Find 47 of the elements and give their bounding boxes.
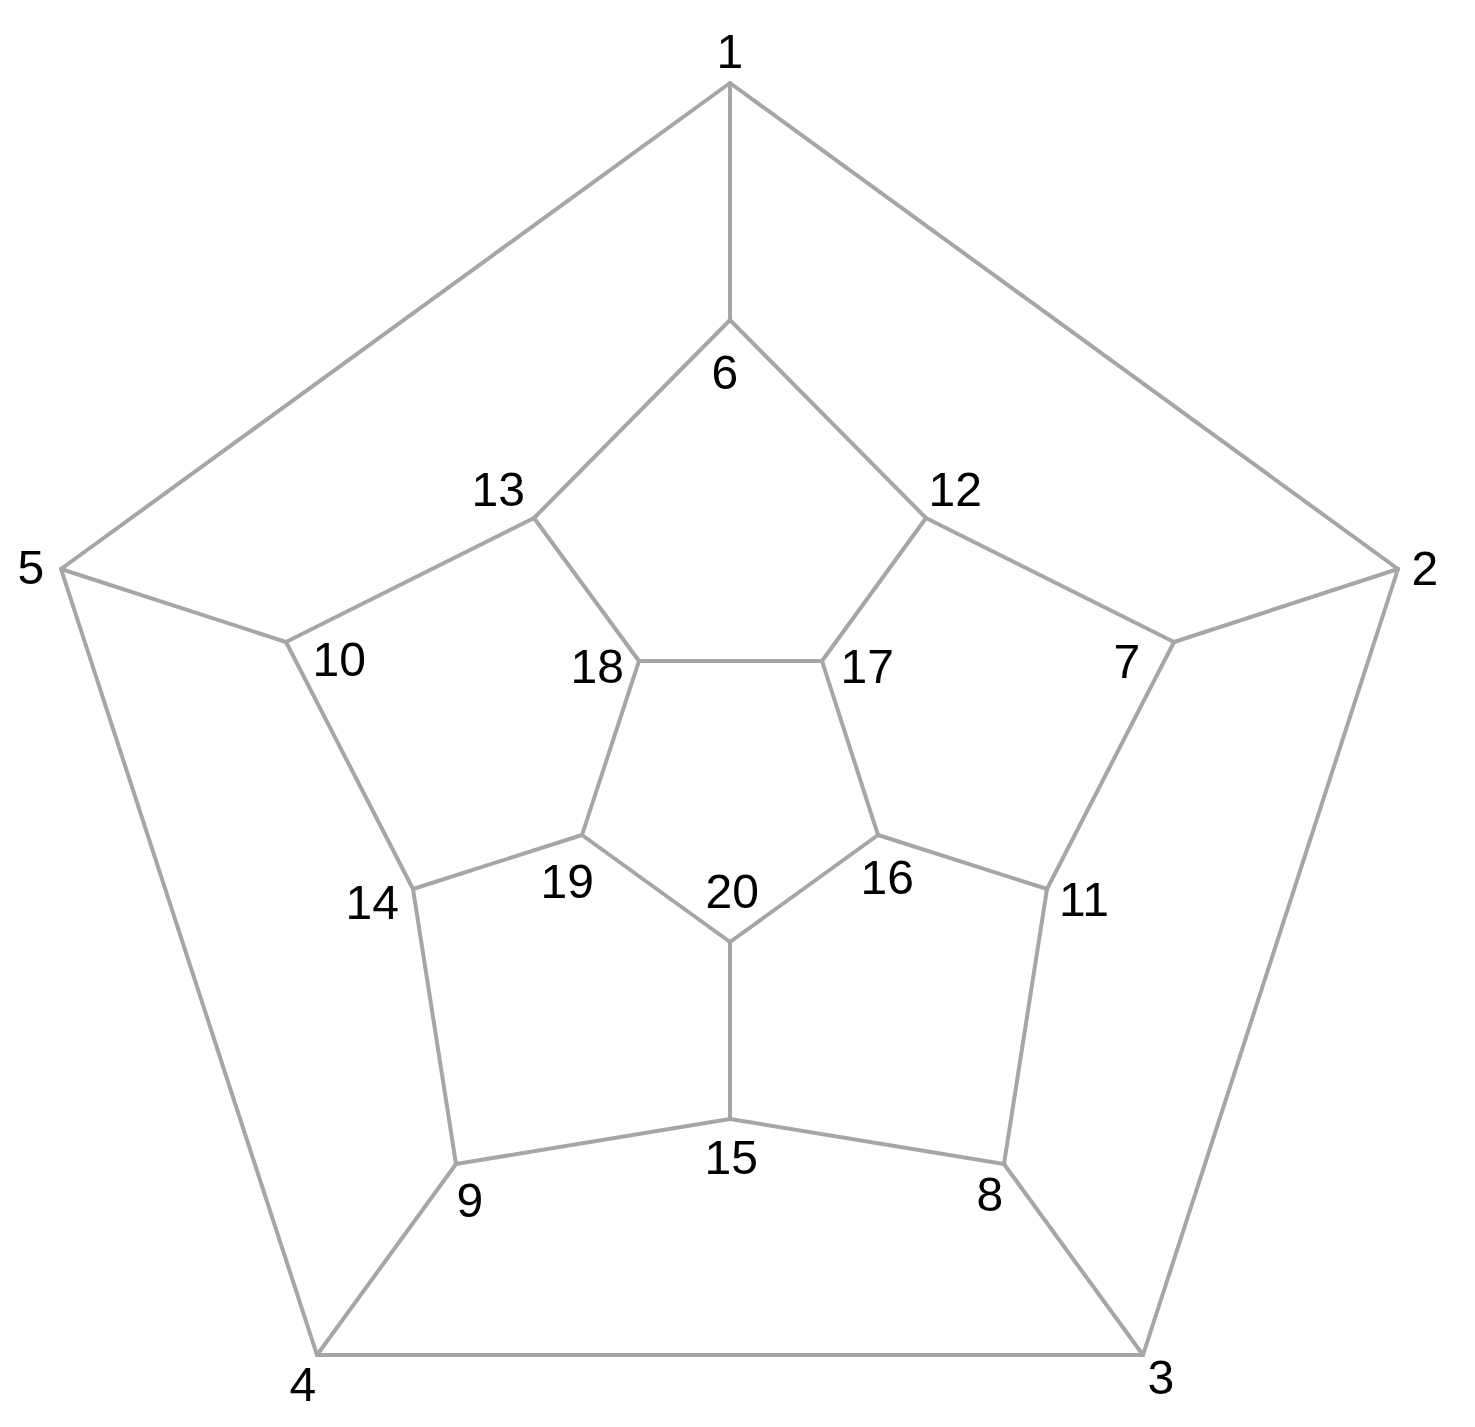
graph-edge	[315, 1162, 458, 1357]
vertex-label: 5	[17, 550, 45, 586]
vertex-label: 20	[705, 874, 759, 910]
graph-edge	[728, 318, 928, 520]
graph-edge	[637, 659, 824, 663]
vertex-label: 17	[840, 649, 894, 685]
graph-edge	[1002, 887, 1049, 1166]
vertex-label: 11	[1059, 882, 1109, 918]
vertex-label: 14	[345, 885, 399, 921]
vertex-label: 16	[860, 860, 914, 896]
graph-edge	[876, 833, 1049, 891]
graph-edge	[315, 1353, 1145, 1357]
graph-edge	[411, 833, 584, 891]
graph-edge	[411, 887, 458, 1166]
graph-edge	[728, 1117, 1006, 1166]
graph-edge	[924, 516, 1176, 644]
graph-edge	[532, 516, 641, 663]
graph-edge	[284, 516, 536, 644]
graph-edge	[580, 659, 641, 837]
vertex-label: 19	[540, 864, 594, 900]
vertex-label: 6	[711, 355, 739, 391]
graph-edge	[728, 940, 732, 1121]
vertex-label: 18	[570, 649, 624, 685]
vertex-label: 8	[976, 1177, 1004, 1213]
vertex-label: 15	[704, 1140, 758, 1176]
graph-edge	[1002, 1162, 1145, 1357]
graph-edge	[1141, 567, 1400, 1357]
graph-edge	[728, 833, 880, 944]
graph-edge	[1172, 567, 1400, 644]
graph-edge	[580, 833, 732, 944]
graph-edge	[532, 318, 732, 520]
graph-edge	[59, 567, 288, 644]
vertex-label: 2	[1411, 551, 1439, 587]
graph-edge	[728, 81, 732, 322]
vertex-label: 7	[1113, 644, 1141, 680]
graph-edge	[820, 659, 880, 837]
vertex-label: 1	[716, 34, 744, 70]
graph-edge	[1045, 640, 1176, 891]
graph-edge	[59, 567, 319, 1357]
vertex-label: 10	[312, 642, 366, 678]
vertex-label: 4	[289, 1367, 317, 1403]
vertex-label: 9	[456, 1183, 484, 1219]
vertex-label: 13	[471, 472, 525, 508]
vertex-label: 12	[928, 472, 982, 508]
graph-edge	[820, 516, 928, 663]
vertex-label: 3	[1147, 1360, 1175, 1396]
graph-edge	[284, 640, 415, 891]
